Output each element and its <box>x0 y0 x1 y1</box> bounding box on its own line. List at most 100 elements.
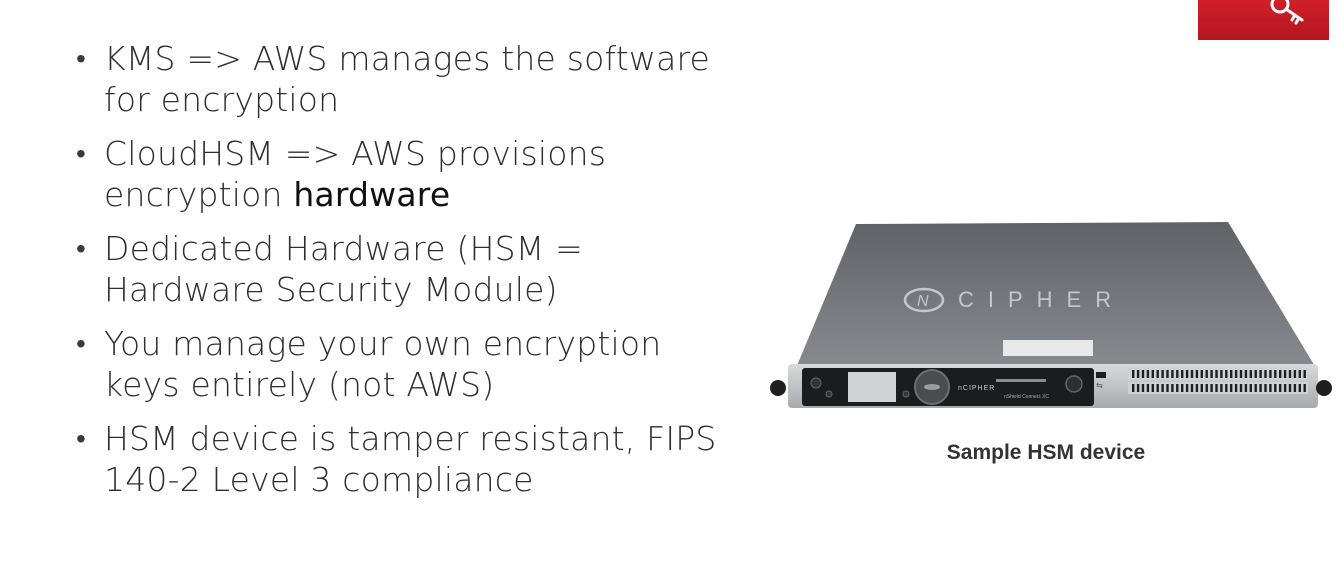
vent-slat <box>1185 384 1189 392</box>
vent-slat <box>1210 370 1213 378</box>
lid-brand: N CIPHER <box>903 287 1125 313</box>
vent-slat <box>1279 384 1282 392</box>
vent-slat <box>1132 370 1135 378</box>
bullet-dot: • <box>76 137 87 170</box>
front-panel-model: nShield Connect XC <box>1004 394 1049 400</box>
figure-caption: Sample HSM device <box>946 441 1146 464</box>
vent-slat <box>1141 370 1145 378</box>
vent-slat <box>1146 384 1150 392</box>
vent-slat <box>1195 384 1199 392</box>
vent-slat <box>1156 384 1159 392</box>
vent-slat <box>1176 384 1179 392</box>
vent-slat <box>1190 370 1194 378</box>
vent-slat <box>1215 370 1218 378</box>
corner-badge <box>1198 0 1329 40</box>
vent-slat <box>1234 384 1238 392</box>
vent-slats <box>1132 370 1306 392</box>
vent-slat <box>1249 370 1252 378</box>
vent-slat <box>1225 384 1228 392</box>
vent-slat <box>1293 384 1297 392</box>
vent-slat <box>1190 384 1194 392</box>
vent-slat <box>1259 370 1262 378</box>
vent-slat <box>1136 370 1140 378</box>
vent-slat <box>1220 370 1223 378</box>
device-card-slot <box>996 379 1046 382</box>
vent-slat <box>1283 384 1287 392</box>
vent-slat <box>1230 370 1233 378</box>
vent-slat <box>1141 384 1145 392</box>
vent-slat <box>1181 370 1184 378</box>
left-knob <box>770 380 786 396</box>
vent-slat <box>1288 370 1292 378</box>
right-knob <box>1316 380 1332 396</box>
device-lcd-screen <box>848 372 896 402</box>
vent-slat <box>1264 384 1267 392</box>
device-label-sticker <box>1003 340 1093 356</box>
vent-slat <box>1239 370 1243 378</box>
vent-slat <box>1264 370 1267 378</box>
vent-slat <box>1269 384 1272 392</box>
vent-slat <box>1269 370 1272 378</box>
bullet-text: Dedicated Hardware (HSM = Hardware Secur… <box>104 229 583 309</box>
bullet-cloudhsm: • CloudHSM => AWS provisions encryption … <box>74 133 734 215</box>
vent-slat <box>1171 370 1174 378</box>
bullet-text: You manage your own encryption keys enti… <box>104 324 662 404</box>
vent-slat <box>1166 370 1169 378</box>
bullet-manage-keys: • You manage your own encryption keys en… <box>74 323 734 405</box>
vent-slat <box>1283 370 1287 378</box>
bullet-dot: • <box>76 327 87 360</box>
bullet-emphasis: hardware <box>293 175 451 214</box>
vent-slat <box>1249 384 1252 392</box>
vent-slat <box>1279 370 1282 378</box>
vent-slat <box>1303 384 1306 392</box>
vent-slat <box>1146 370 1150 378</box>
bullet-tamper-resistant: • HSM device is tamper resistant, FIPS 1… <box>74 418 734 500</box>
lid-brand-letter: N <box>917 293 929 310</box>
vent-slat <box>1298 370 1301 378</box>
vent-slat <box>1239 384 1243 392</box>
vent-slat <box>1274 384 1277 392</box>
bullet-text: CloudHSM => AWS provisions encryption <box>104 134 607 214</box>
vent-slat <box>1136 384 1140 392</box>
device-top-panel <box>796 222 1316 368</box>
vent-slat <box>1244 370 1248 378</box>
vent-slat <box>1298 384 1301 392</box>
vent-slat <box>1166 384 1169 392</box>
vent-slat <box>1205 384 1208 392</box>
bullet-text: KMS => AWS manages the software for encr… <box>104 39 711 119</box>
vent-slat <box>1259 384 1262 392</box>
vent-slat <box>1244 384 1248 392</box>
vent-slat <box>1225 370 1228 378</box>
vent-slat <box>1151 370 1154 378</box>
vent-slat <box>1254 384 1257 392</box>
bullet-text: HSM device is tamper resistant, FIPS 140… <box>104 419 717 499</box>
vent-slat <box>1195 370 1199 378</box>
bullet-dedicated-hardware: • Dedicated Hardware (HSM = Hardware Sec… <box>74 228 734 310</box>
vent-slat <box>1274 370 1277 378</box>
key-icon <box>1270 0 1304 25</box>
vent-slat <box>1132 384 1135 392</box>
vent-slat <box>1230 384 1233 392</box>
vent-slat <box>1254 370 1257 378</box>
vent-slat <box>1215 384 1218 392</box>
bullet-list: • KMS => AWS manages the software for en… <box>74 38 734 513</box>
vent-slat <box>1181 384 1184 392</box>
svg-text:⇆: ⇆ <box>1096 381 1103 390</box>
vent-slat <box>1200 384 1203 392</box>
hsm-device-image: nCIPHER nShield Connect XC ⇆ N CIPHER <box>770 222 1332 408</box>
vent-slat <box>1156 370 1159 378</box>
front-panel-brand: nCIPHER <box>958 385 995 392</box>
vent-slat <box>1200 370 1203 378</box>
vent-slat <box>1185 370 1189 378</box>
vent-slat <box>1303 370 1306 378</box>
lid-brand-text: CIPHER <box>958 287 1125 312</box>
bullet-dot: • <box>76 42 87 75</box>
vent-slat <box>1176 370 1179 378</box>
bullet-dot: • <box>76 232 87 265</box>
vent-slat <box>1161 384 1164 392</box>
vent-slat <box>1288 384 1292 392</box>
vent-slat <box>1205 370 1208 378</box>
vent-slat <box>1161 370 1164 378</box>
vent-slat <box>1171 384 1174 392</box>
bullet-dot: • <box>76 422 87 455</box>
